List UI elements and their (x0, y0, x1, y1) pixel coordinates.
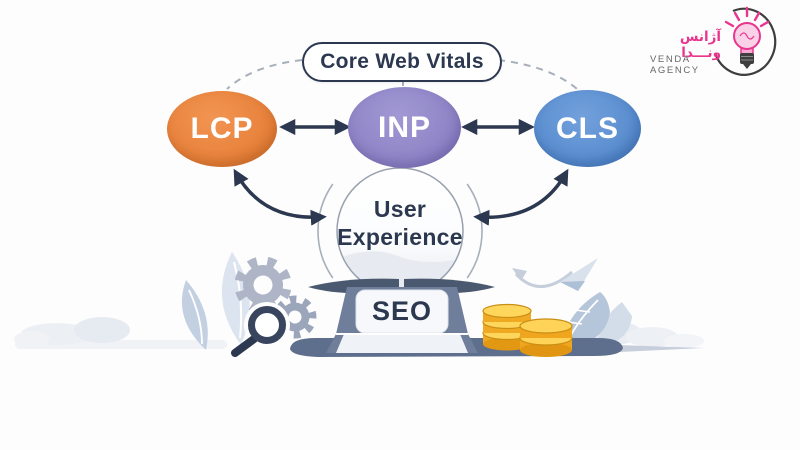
cloud-icon (74, 317, 130, 343)
ground-and-clouds (14, 317, 704, 349)
balance-scale-icon (308, 278, 495, 353)
user-experience-line1: User (373, 196, 427, 222)
cloud-icon (664, 334, 704, 348)
seo-pedestal-label: SEO (371, 296, 433, 326)
title-pill-label: Core Web Vitals (320, 50, 484, 73)
node-cls: CLS (534, 90, 641, 167)
coins-icon (482, 303, 573, 357)
node-inp-label: INP (377, 110, 431, 144)
user-experience-label: User Experience (325, 195, 475, 251)
title-pill: Core Web Vitals (302, 42, 502, 82)
cloud-icon (14, 331, 50, 347)
node-cls-label: CLS (556, 111, 619, 145)
magnifier-icon (231, 302, 290, 357)
lightbulb-icon (713, 6, 777, 76)
brand-name-farsi: آژانس ونـــدا (679, 29, 721, 61)
node-lcp-label: LCP (190, 112, 254, 145)
node-lcp: LCP (167, 91, 277, 167)
gear-icon (234, 256, 317, 339)
brand-name-english: VENDA AGENCY (650, 54, 700, 76)
leaf-icon-right (560, 292, 632, 350)
arrow-icon-curved (233, 168, 569, 226)
user-experience-line2: Experience (337, 224, 463, 250)
node-inp: INP (348, 87, 461, 168)
paper-plane-icon (512, 258, 598, 291)
